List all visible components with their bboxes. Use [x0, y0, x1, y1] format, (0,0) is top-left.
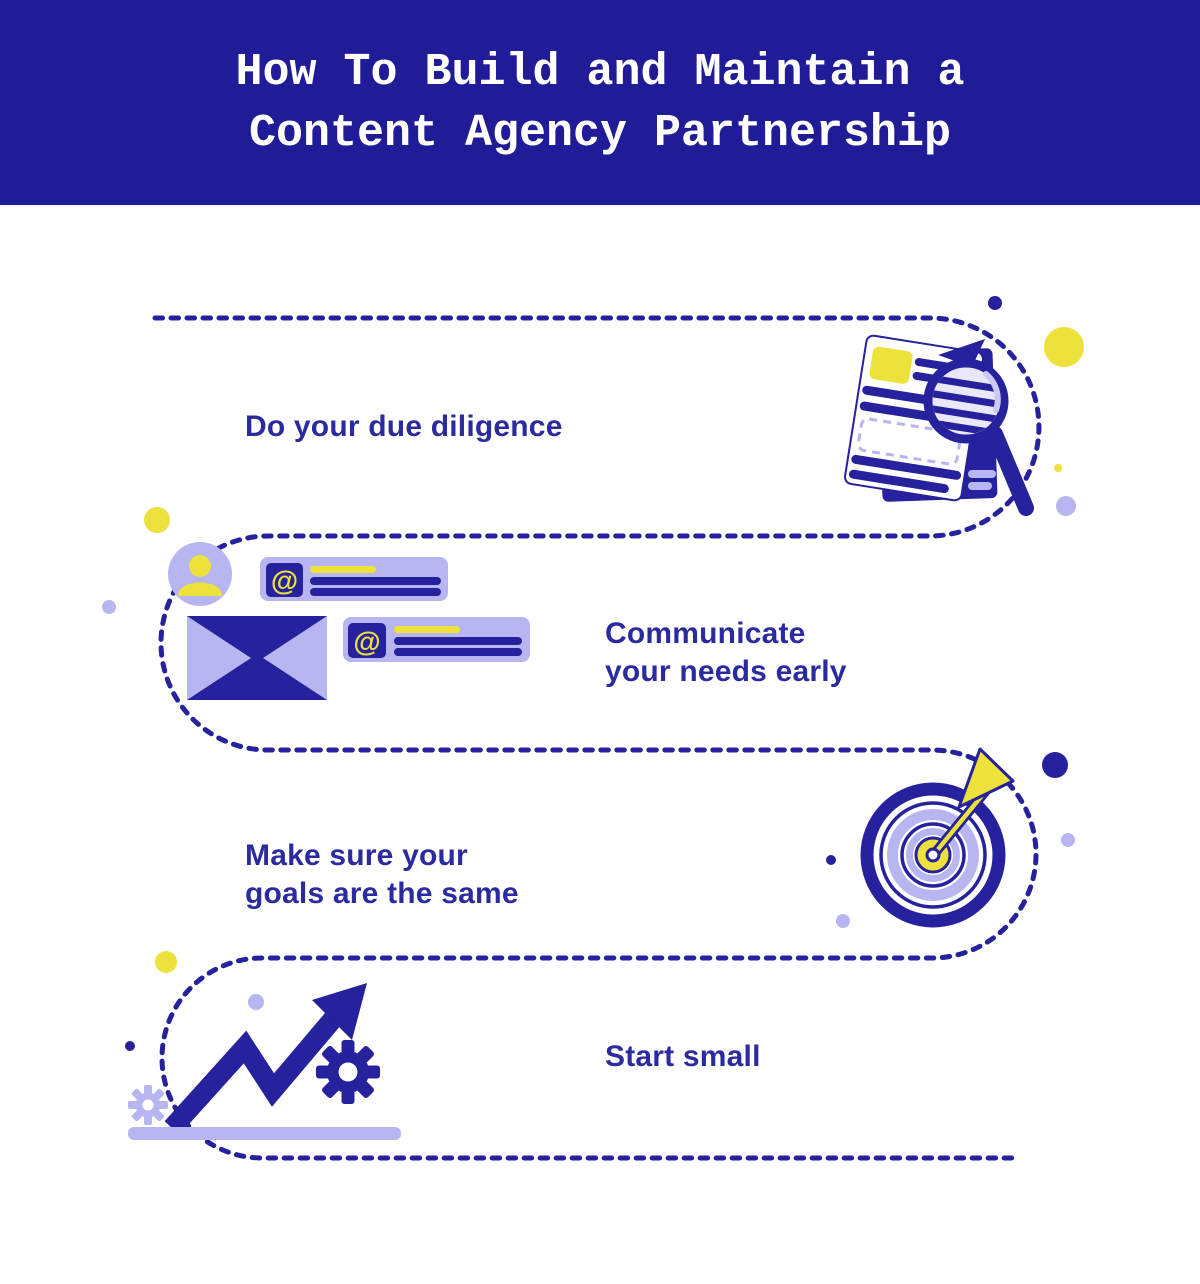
avatar [168, 542, 232, 606]
at-glyph: @ [353, 626, 380, 657]
growth-arrow-icon [164, 983, 367, 1135]
title-line-2: Content Agency Partnership [248, 107, 952, 159]
decor-dot [125, 1041, 135, 1051]
step-3-label: Make sure your goals are the same [245, 837, 519, 913]
decor-dot [988, 296, 1002, 310]
at-icon [266, 563, 303, 597]
decor-dot [1044, 327, 1084, 367]
at-glyph: @ [271, 565, 298, 596]
document-dashed-box [856, 417, 962, 466]
flow-dashed-path [152, 315, 1042, 1161]
step-2-label-line: your needs early [605, 655, 847, 688]
dart-icon [930, 747, 1015, 858]
decor-dot [1054, 464, 1062, 472]
baseline-bar [128, 1127, 401, 1140]
step-4-label-line: Start small [605, 1040, 761, 1073]
step-4-label: Start small [605, 1038, 761, 1076]
message-card: @ [260, 557, 448, 601]
step-1-label: Do your due diligence [245, 408, 563, 446]
target-dart-illustration [860, 747, 1015, 928]
decor-dot [102, 600, 116, 614]
decor-dot [1056, 496, 1076, 516]
page-title: How To Build and Maintain a Content Agen… [235, 42, 964, 164]
gear-icon [316, 1040, 380, 1104]
step-2-label-line: Communicate [605, 617, 806, 650]
document-magnifier-illustration [844, 334, 1034, 516]
at-icon [348, 623, 386, 658]
header-banner: How To Build and Maintain a Content Agen… [0, 0, 1200, 205]
message-card: @ [343, 617, 530, 662]
envelope-icon [187, 616, 327, 700]
step-3-label-line: Make sure your [245, 839, 468, 872]
decor-dot [836, 914, 850, 928]
gear-icon [128, 1085, 168, 1125]
title-line-1: How To Build and Maintain a [235, 46, 965, 98]
decor-dot [155, 951, 177, 973]
decor-dot [1042, 752, 1068, 778]
decor-dot [248, 994, 264, 1010]
decor-dot [826, 855, 836, 865]
email-messages-illustration: @ @ [168, 542, 530, 700]
step-3-label-line: goals are the same [245, 877, 519, 910]
magnifier-icon [923, 358, 1034, 516]
step-1-label-line: Do your due diligence [245, 410, 563, 443]
step-2-label: Communicate your needs early [605, 615, 847, 691]
target-icon [860, 782, 1006, 928]
growth-chart-gears-illustration [128, 983, 401, 1140]
decor-dot [144, 507, 170, 533]
document-photo-block [869, 346, 913, 384]
decor-dot [1061, 833, 1075, 847]
